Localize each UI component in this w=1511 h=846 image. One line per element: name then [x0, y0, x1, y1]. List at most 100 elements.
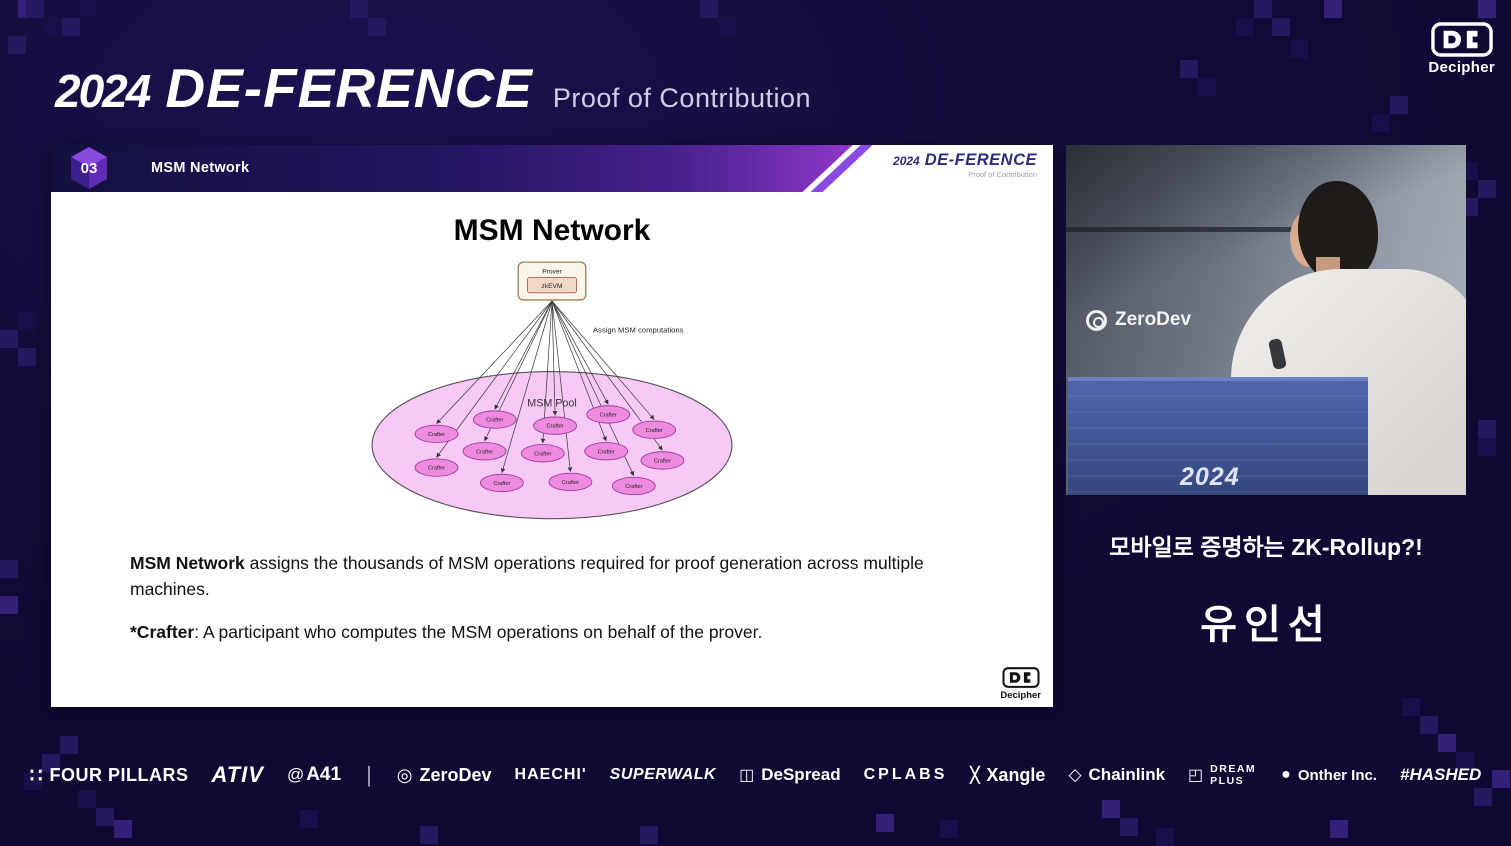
a41-icon: @ — [286, 765, 305, 784]
slide-decipher-logo: Decipher — [1000, 667, 1041, 701]
crafter-label: Crafter — [654, 458, 671, 464]
sponsor-label: CPLABS — [863, 766, 948, 783]
decipher-logo: Decipher — [1428, 22, 1495, 76]
crafter-node — [533, 416, 577, 435]
assignment-arrow — [494, 300, 553, 410]
zkevm-chip — [526, 276, 578, 294]
section-number: 03 — [80, 160, 98, 177]
sponsor-xangle: ╳ Xangle — [970, 765, 1045, 786]
slide-text-block: MSM Network assigns the thousands of MSM… — [51, 532, 1030, 645]
sponsor-label: A41 — [306, 764, 342, 785]
crafter-label: Crafter — [534, 451, 551, 457]
sponsor-onther: ●Onther Inc. — [1281, 766, 1377, 784]
sponsor-label: Chainlink — [1088, 765, 1166, 784]
sponsor-label: DeSpread — [761, 765, 841, 784]
speaker-name: 유인선 — [1200, 603, 1332, 647]
dream-plus-icon: ◰ — [1188, 767, 1204, 784]
four-pillars-icon: ∷ — [29, 764, 43, 787]
slide-title: MSM Network — [453, 214, 651, 247]
crafter-node — [479, 473, 524, 493]
paragraph-lead: *Crafter — [130, 621, 195, 642]
assignment-arrow — [436, 300, 553, 424]
slide-brand-name: DE-FERENCE — [924, 151, 1037, 169]
sponsor-a41: @A41 — [287, 764, 341, 786]
chainlink-icon: ◇ — [1068, 765, 1082, 784]
prover-chip-label: zkEVM — [542, 283, 563, 290]
slide-paragraph: MSM Network assigns the thousands of MSM… — [130, 550, 950, 603]
sponsor-bar: ∷ FOUR PILLARS ATIV @A41 | ◎ZeroDev HAECH… — [0, 762, 1511, 788]
crafters-layer: CrafterCrafterCrafterCrafterCrafterCraft… — [414, 405, 685, 496]
sponsor-four-pillars: ∷ FOUR PILLARS — [30, 763, 189, 788]
video-shading — [1066, 145, 1466, 495]
sponsor-dream-plus: ◰ DREAM PLUS — [1188, 763, 1258, 787]
slide-brand-year: 2024 — [893, 154, 920, 168]
slide-brand-subtitle: Proof of Contribution — [968, 169, 1037, 179]
crafter-label: Crafter — [562, 480, 579, 486]
paragraph-rest: assigns the thousands of MSM operations … — [130, 553, 924, 600]
sponsor-haechi: HAECHI' — [515, 766, 587, 784]
pixel-decoration — [0, 0, 18, 18]
crafter-node — [632, 420, 677, 439]
slide-brand-line: 2024 DE-FERENCE — [893, 151, 1037, 170]
section-cube-icon: 03 — [69, 147, 109, 191]
sponsor-label: HAECHI' — [514, 766, 587, 783]
sponsor-label: SUPERWALK — [609, 766, 717, 783]
slide-header-brand: 2024 DE-FERENCE Proof of Contribution — [893, 151, 1037, 179]
prover-node: Prover zkEVM — [517, 261, 587, 301]
crafter-label: Crafter — [476, 449, 493, 455]
cube-icon — [71, 147, 107, 189]
crafter-node — [586, 405, 631, 424]
sponsor-zerodev: ◎ZeroDev — [397, 765, 492, 786]
pixel-decoration — [0, 0, 18, 18]
crafter-node — [414, 458, 459, 477]
xangle-icon: ╳ — [970, 767, 980, 784]
crafter-label: Crafter — [625, 484, 642, 490]
crafter-label: Crafter — [646, 428, 663, 434]
sponsor-superwalk: SUPERWALK — [610, 766, 716, 784]
crafter-label: Crafter — [428, 466, 445, 472]
sponsor-label: #HASHED — [1400, 765, 1482, 784]
decipher-wordmark: Decipher — [1428, 59, 1495, 76]
sponsor-label: FOUR PILLARS — [49, 764, 189, 785]
talk-title: 모바일로 증명하는 ZK-Rollup?! — [1109, 534, 1423, 560]
slide-header-gradient — [51, 145, 853, 192]
assignment-arrow — [551, 300, 573, 472]
assignment-arrow — [551, 300, 609, 405]
crafter-node — [520, 444, 565, 463]
sponsor-label: ATIV — [211, 762, 264, 787]
msm-network-diagram: MSM Pool CrafterCrafterCrafterCrafterCra… — [371, 261, 733, 520]
assignment-arrow — [500, 300, 553, 473]
sponsor-label: ZeroDev — [419, 764, 492, 785]
crafter-node — [640, 451, 685, 470]
crafter-node — [472, 410, 517, 429]
assignment-arrow — [551, 300, 558, 416]
sponsor-ativ: ATIV — [211, 762, 263, 788]
sponsor-hashed: #HASHED — [1400, 765, 1481, 785]
paragraph-rest: : A participant who computes the MSM ope… — [194, 621, 763, 642]
sponsor-label: DREAM PLUS — [1210, 762, 1257, 787]
decipher-mark-icon — [1430, 22, 1493, 57]
sponsor-cplabs: CPLABS — [864, 766, 948, 784]
event-subtitle: Proof of Contribution — [552, 83, 812, 113]
despread-icon: ◫ — [739, 767, 755, 784]
assignment-arrow — [551, 300, 655, 420]
crafter-node — [462, 442, 507, 461]
sponsor-divider: | — [366, 762, 372, 788]
crafter-node — [548, 472, 593, 492]
event-name: DE-FERENCE — [165, 57, 533, 119]
crafter-label: Crafter — [428, 432, 445, 438]
sponsor-label: Xangle — [986, 764, 1046, 785]
crafter-node — [584, 442, 629, 461]
event-brand: 2024 DE-FERENCE Proof of Contribution — [55, 56, 811, 120]
paragraph-lead: MSM Network — [130, 553, 245, 573]
prover-label: Prover — [542, 268, 562, 275]
assign-computations-label: Assign MSM computations — [593, 326, 684, 335]
event-year: 2024 — [55, 65, 151, 117]
crafter-label: Crafter — [600, 412, 617, 418]
crafter-label: Crafter — [486, 418, 503, 424]
crafter-node — [611, 476, 656, 496]
crafter-label: Crafter — [598, 449, 615, 455]
